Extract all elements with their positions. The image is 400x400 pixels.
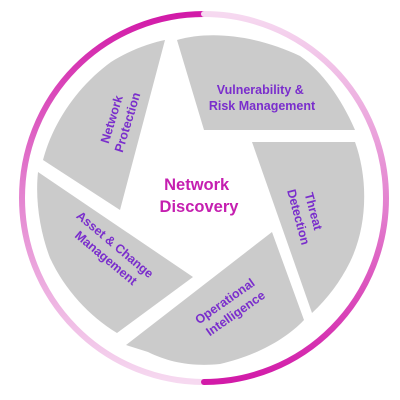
blade-asset-change-management bbox=[37, 172, 194, 333]
blade-operational-intelligence bbox=[126, 232, 304, 365]
segment-label-vulnerability-risk-management: Vulnerability & Risk Management bbox=[209, 83, 316, 113]
center-label: Network Discovery bbox=[160, 176, 240, 216]
blade-network-protection bbox=[43, 40, 165, 210]
blade-vulnerability-risk-management bbox=[177, 35, 355, 130]
blade-threat-detection bbox=[252, 142, 365, 313]
outer-ring-right-arc bbox=[201, 11, 389, 385]
outer-ring-left-arc bbox=[19, 11, 207, 385]
